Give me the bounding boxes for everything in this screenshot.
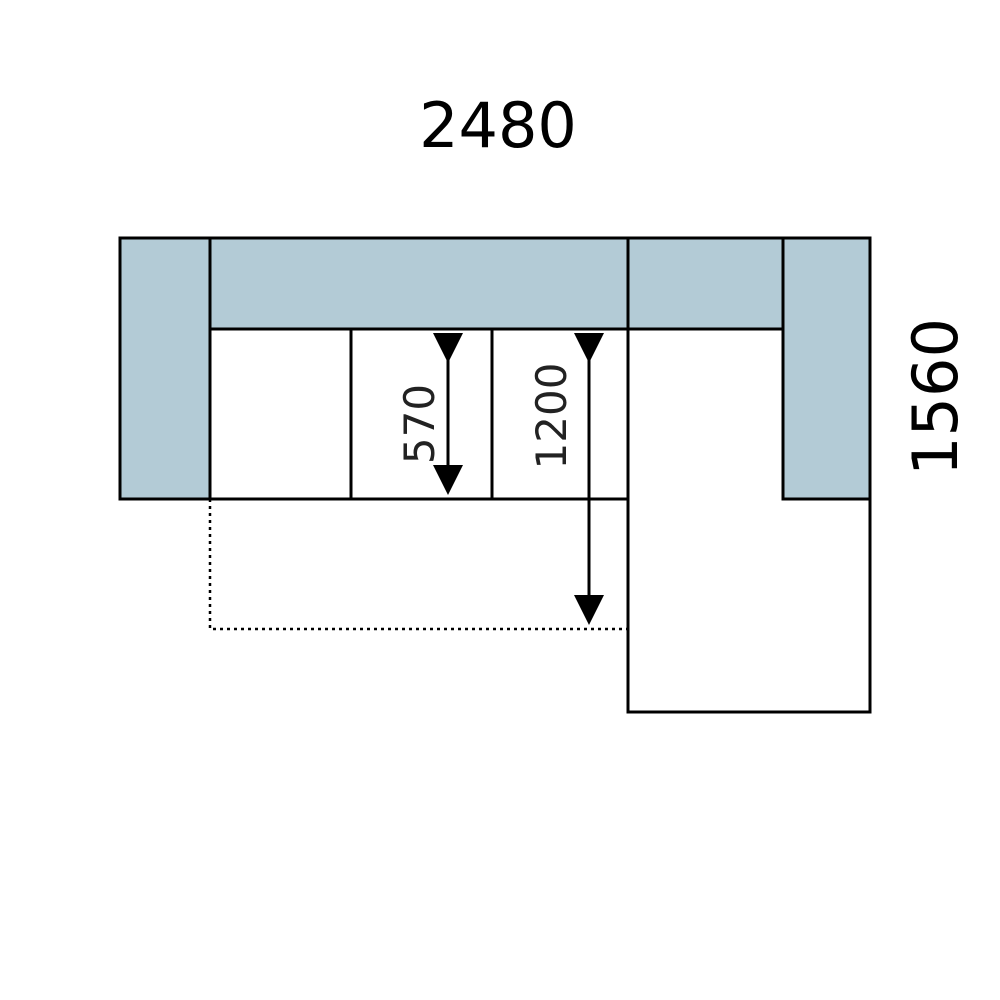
right-armrest — [781, 236, 872, 501]
extended-seat-outline — [208, 499, 628, 631]
back-cushion-main — [208, 236, 630, 331]
chaise-section — [626, 327, 872, 714]
back-cushion-corner — [626, 236, 785, 331]
extended-depth-label: 1200 — [527, 363, 576, 470]
seat-cushion-1 — [208, 327, 353, 501]
seat-cushion-3 — [490, 327, 630, 501]
seat-cushion-2 — [349, 327, 494, 501]
seat-depth-label: 570 — [395, 384, 444, 464]
left-armrest — [118, 236, 212, 501]
depth-dimension-label: 1560 — [899, 318, 972, 476]
width-dimension-label: 2480 — [419, 89, 577, 162]
